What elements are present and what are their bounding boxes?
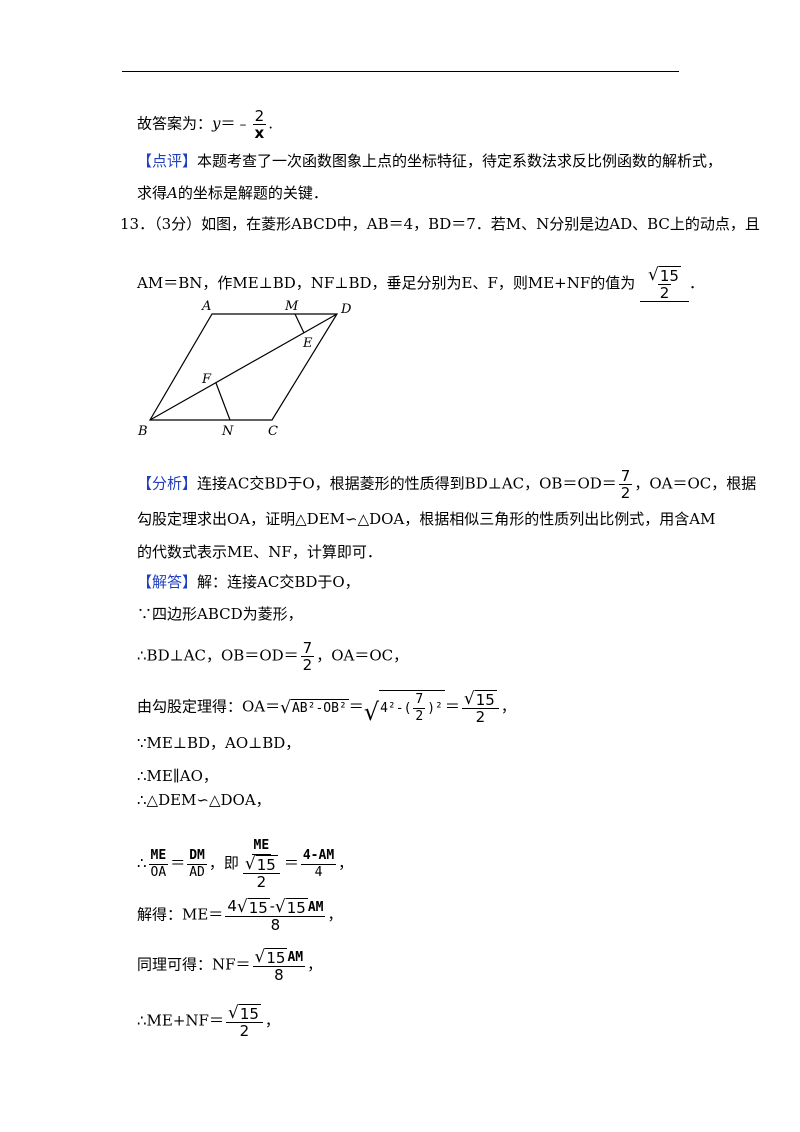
q13-stem-line-2: AM＝BN，作ME⊥BD，NF⊥BD，垂足分别为E、F，则ME+NF的值为 √1… xyxy=(137,265,704,302)
segment-nf xyxy=(215,382,231,421)
question-score: （3分） xyxy=(154,215,202,233)
q13-stem-line-1: 13．（3分）如图，在菱形ABCD中，AB＝4，BD＝7．若M、N分别是边AD、… xyxy=(120,215,760,233)
comment-line-2: 求得A的坐标是解题的关键． xyxy=(137,184,328,202)
label-a: A xyxy=(201,299,211,314)
solution-line-7: ∴△DEM∽△DOA， xyxy=(137,791,271,809)
diagonal-bd xyxy=(149,313,338,421)
segment-me xyxy=(294,313,305,334)
var-y: y xyxy=(212,114,221,133)
solution-line-1: 【解答】解：连接AC交BD于O， xyxy=(137,573,360,591)
comment-tag: 【点评】 xyxy=(137,152,198,170)
solution-line-5: ∵ME⊥BD，AO⊥BD， xyxy=(137,734,301,752)
analysis-line-3: 的代数式表示ME、NF，计算即可． xyxy=(137,543,382,561)
label-c: C xyxy=(268,424,278,439)
label-f: F xyxy=(201,372,212,387)
solution-tag: 【解答】 xyxy=(137,573,198,591)
label-n: N xyxy=(221,424,234,439)
question-number: 13． xyxy=(120,215,155,233)
answer-prefix: 故答案为： xyxy=(137,114,213,133)
analysis-line-2: 勾股定理求出OA，证明△DEM∽△DOA，根据相似三角形的性质列出比例式，用含A… xyxy=(137,510,716,528)
solution-line-2: ∵四边形ABCD为菱形， xyxy=(137,605,303,623)
header-rule xyxy=(122,71,679,72)
equals-minus: ＝﹣ xyxy=(220,114,251,133)
label-m: M xyxy=(284,299,299,314)
rhombus-figure: A M D E F B N C xyxy=(137,299,352,439)
label-e: E xyxy=(302,336,313,351)
comment-line-1: 【点评】本题考查了一次函数图象上点的坐标特征，待定系数法求反比例函数的解析式， xyxy=(137,152,723,170)
solution-line-6: ∴ME∥AO， xyxy=(137,767,218,785)
analysis-tag: 【分析】 xyxy=(137,474,198,493)
label-d: D xyxy=(340,302,352,317)
label-b: B xyxy=(137,424,148,439)
